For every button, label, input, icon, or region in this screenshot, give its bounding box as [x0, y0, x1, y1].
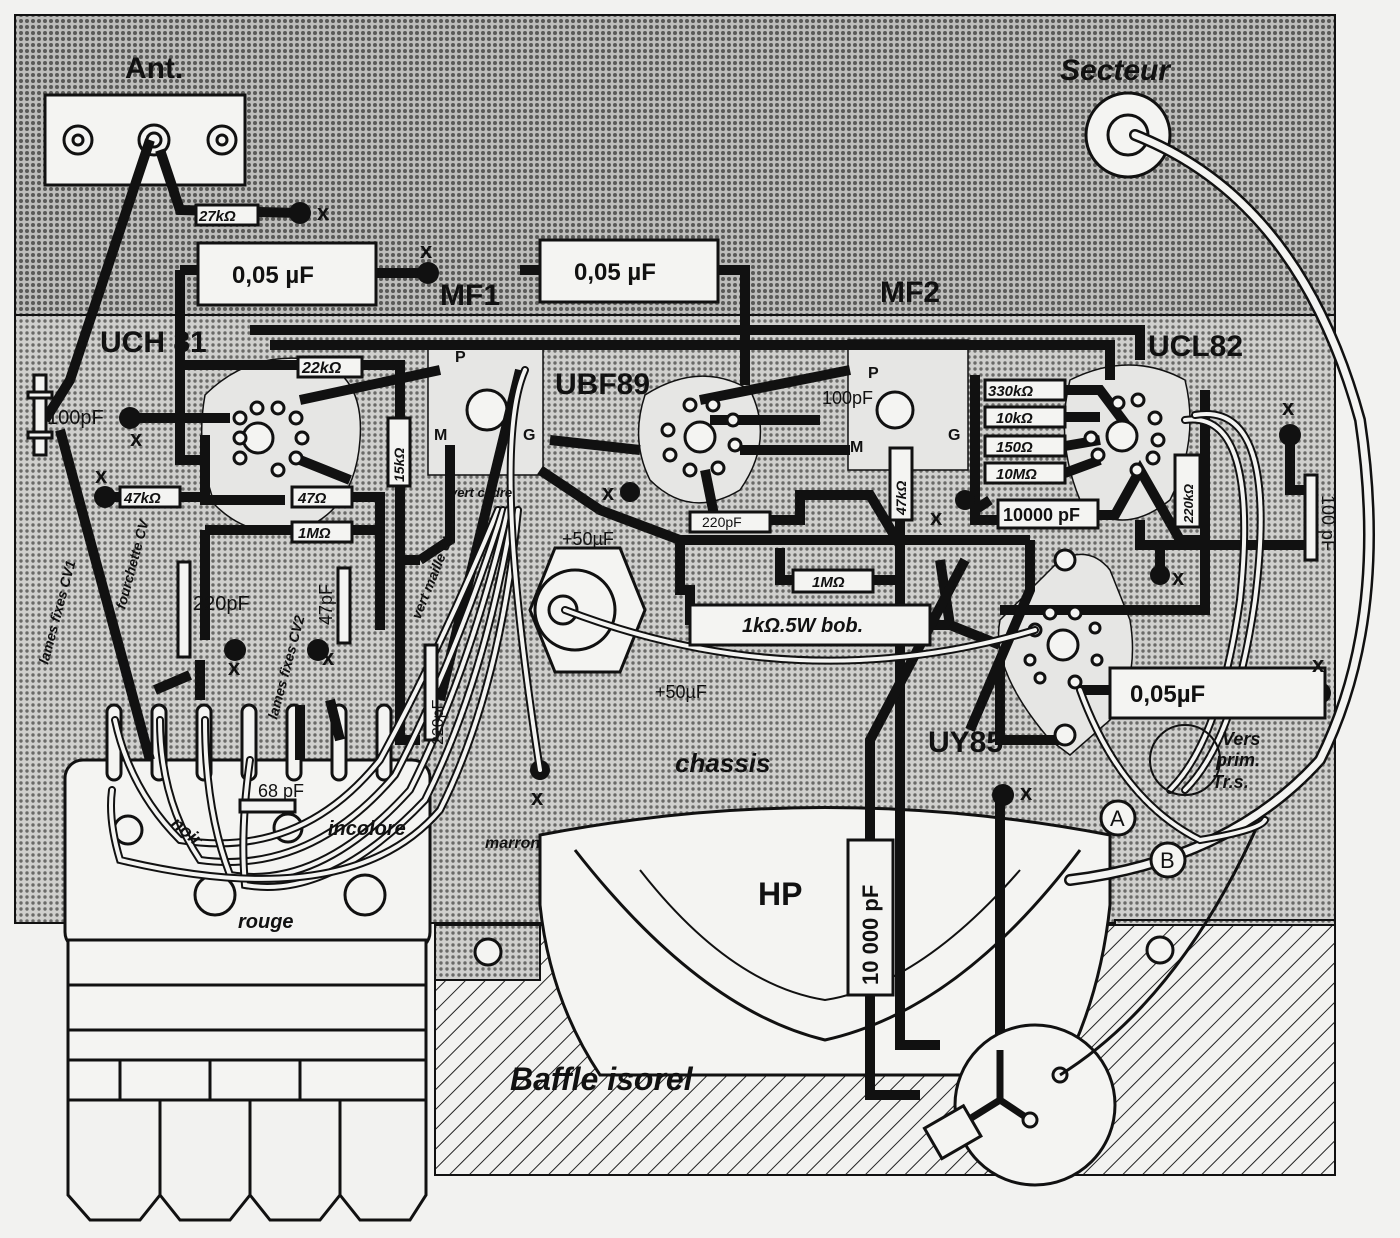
- marron-label: marron: [485, 835, 540, 852]
- c220pf-mid-label: 220pF: [702, 514, 742, 530]
- vers-prim-label: Vers: [1222, 729, 1260, 749]
- point-b-label: B: [1160, 848, 1175, 873]
- mount-hole: [473, 937, 503, 967]
- point-a-label: A: [1110, 806, 1125, 831]
- baffle-label: Baffle isorel: [510, 1061, 694, 1097]
- uy85-label: UY85: [928, 726, 1003, 759]
- c68pf-label: 68 pF: [258, 781, 304, 801]
- plus50-a-label: +50µF: [562, 529, 614, 549]
- ground-x-mark: x: [1020, 780, 1033, 805]
- ground-x-mark: x: [420, 238, 433, 263]
- solder-tags: [94, 202, 1331, 806]
- volume-pot: [922, 819, 1262, 1187]
- c005-b-label: 0,05 µF: [574, 259, 656, 286]
- c100pf-left-label: 100pF: [47, 407, 104, 429]
- mf1-p-label: P: [455, 349, 466, 366]
- r1k5w-label: 1kΩ.5W bob.: [742, 615, 863, 637]
- vert-cadre-label: vert cadre: [450, 485, 512, 500]
- tuning-capacitor-cv: [63, 758, 432, 1222]
- r47k-v-label: 47kΩ: [893, 481, 909, 516]
- ground-x-mark: x: [317, 200, 330, 225]
- r22k-label: 22kΩ: [301, 360, 342, 377]
- ground-x-mark: x: [602, 480, 615, 505]
- c10000pf-label: 10000 pF: [1003, 505, 1080, 525]
- mf2-g-label: G: [948, 427, 960, 444]
- r220k-label: 220kΩ: [1181, 484, 1196, 524]
- r1m-b-label: 1MΩ: [812, 574, 845, 591]
- incolore-label: incolore: [328, 818, 406, 840]
- uch81-label: UCH 81: [100, 326, 207, 359]
- ground-x-mark: x: [930, 505, 943, 530]
- secteur-label: Secteur: [1060, 54, 1172, 87]
- point-a-marker: [1099, 799, 1137, 837]
- r1m-a-label: 1MΩ: [298, 525, 331, 542]
- c220pf-left-label: 220pF: [193, 593, 250, 615]
- mf2-adjust-screw: [875, 390, 915, 430]
- plus50-b-label: +50µF: [655, 682, 707, 702]
- tube-pins: [232, 392, 1166, 747]
- ground-x-mark: x: [531, 785, 544, 810]
- ground-x-mark: x: [1172, 565, 1185, 590]
- mf1-adjust-screw: [465, 388, 509, 432]
- c10000pf-v-label: 10 000 pF: [858, 885, 883, 985]
- mf2-label: MF2: [880, 276, 940, 309]
- r150-label: 150Ω: [996, 439, 1033, 456]
- r47k-label: 47kΩ: [123, 490, 161, 507]
- rouge-label: rouge: [238, 911, 294, 933]
- vers-prim-label: prim.: [1215, 750, 1260, 770]
- ground-x-mark: x: [95, 463, 108, 488]
- ucl82-label: UCL82: [1148, 330, 1243, 363]
- transformer-grommet: [1149, 724, 1221, 796]
- loudspeaker-hp: [538, 806, 1112, 1077]
- point-b-marker: [1149, 841, 1187, 879]
- components: [26, 203, 1327, 997]
- mf1-m-label: M: [434, 427, 447, 444]
- ground-x-mark: x: [130, 426, 143, 451]
- mf1-label: MF1: [440, 279, 500, 312]
- hp-label: HP: [758, 876, 802, 912]
- mf2-m-label: M: [850, 439, 863, 456]
- vers-prim-label: Tr.s.: [1212, 772, 1249, 792]
- c005-c-label: 0,05µF: [1130, 681, 1205, 708]
- r27k-label: 27kΩ: [198, 208, 236, 225]
- c100pf-mid-label: 100pF: [822, 388, 873, 408]
- c005-a-label: 0,05 µF: [232, 262, 314, 289]
- ground-x-mark: x: [1312, 652, 1325, 677]
- ground-x-mark: x: [1282, 395, 1295, 420]
- ground-x-mark: x: [322, 645, 335, 670]
- mount-hole: [1145, 935, 1175, 965]
- antenna-label: Ant.: [125, 52, 183, 85]
- ground-x-mark: x: [228, 655, 241, 680]
- r10m-label: 10MΩ: [996, 466, 1037, 483]
- r10k-label: 10kΩ: [996, 410, 1033, 427]
- c100pf-right-label: 100 pF: [1318, 495, 1338, 551]
- r330k-label: 330kΩ: [988, 383, 1033, 400]
- c47pf-label: 47pF: [316, 584, 336, 625]
- r15k-label: 15kΩ: [391, 448, 407, 482]
- shielded-cables: [107, 366, 1269, 891]
- c220pf-vert-label: 220pF: [430, 699, 447, 745]
- mf1-g-label: G: [523, 427, 535, 444]
- mf2-p-label: P: [868, 365, 879, 382]
- chassis-label: chassis: [675, 748, 770, 778]
- ubf89-label: UBF89: [555, 368, 650, 401]
- mains-grommet: [1084, 91, 1172, 179]
- wiring: [40, 138, 1325, 1100]
- r47ohm-label: 47Ω: [297, 490, 327, 507]
- electrolytic-capacitor-50uf: [528, 546, 647, 674]
